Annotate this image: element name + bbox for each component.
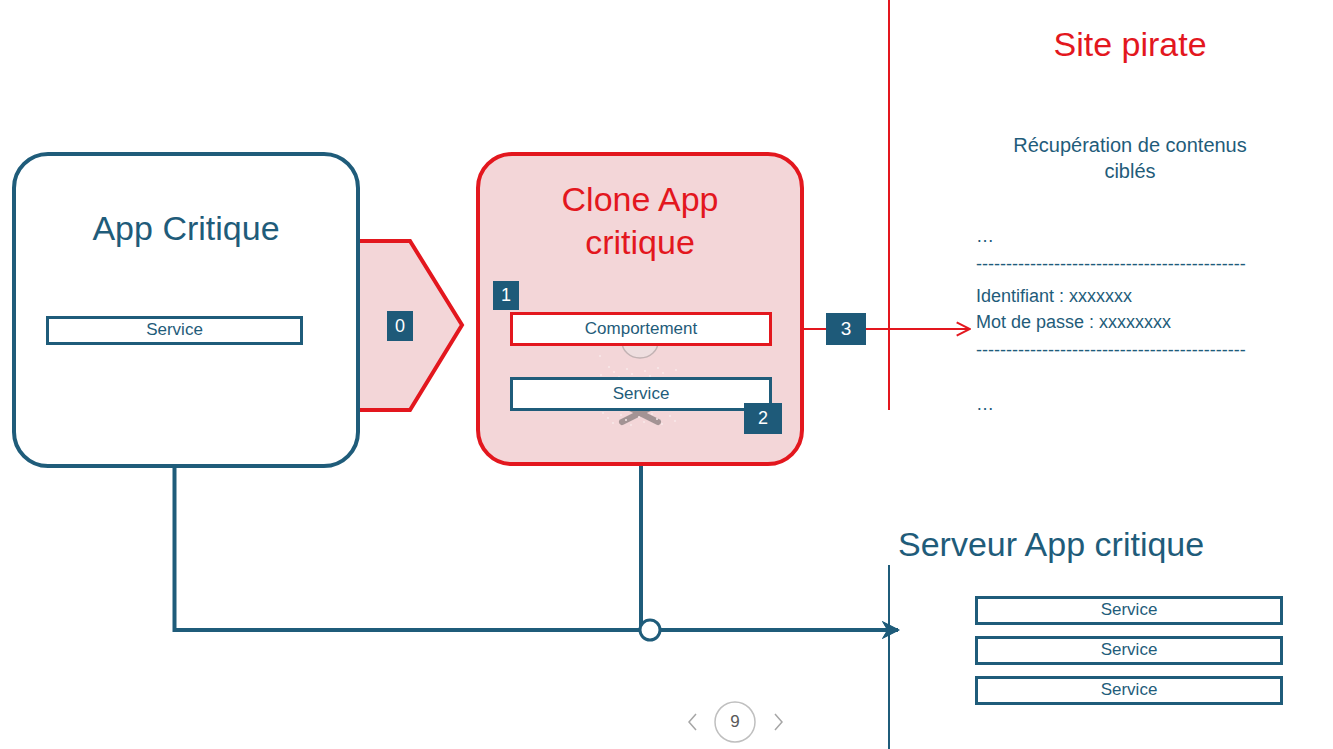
sparkle (661, 423, 663, 425)
box-label: Service (146, 320, 203, 340)
box-label: Service (1101, 680, 1158, 700)
server-zone: Serveur App critiqueServiceServiceServic… (898, 520, 1318, 720)
sparkle (630, 424, 632, 426)
sparkle (638, 416, 640, 418)
step-arrow (352, 241, 462, 410)
sparkle (674, 420, 676, 422)
sparkle (602, 412, 604, 414)
service-box: Service (975, 596, 1283, 625)
sparkle (626, 368, 628, 370)
sparkle (651, 413, 653, 415)
service-box: Service (975, 636, 1283, 665)
sparkle (607, 417, 609, 419)
box-label: Service (613, 384, 670, 404)
behaviour-box: Comportement (510, 312, 772, 346)
node-text: Récupération de contenus ciblés (1010, 132, 1250, 184)
service-box: Service (510, 377, 772, 411)
page-circle (715, 702, 755, 742)
box-label: Service (1101, 640, 1158, 660)
service-box: Service (46, 316, 303, 345)
callout-number: 3 (826, 313, 866, 345)
node-text: ----------------------------------------… (976, 340, 1246, 362)
callout-number: 0 (387, 311, 413, 341)
callout-number: 2 (744, 403, 782, 434)
node-text: Identifiant : xxxxxxx (976, 286, 1132, 308)
node-text: … (976, 394, 994, 416)
sparkle (612, 422, 614, 424)
sparkle (613, 371, 615, 373)
node-text: App Critique (16, 208, 356, 249)
page-number: 9 (722, 710, 748, 734)
sparkle (644, 370, 646, 372)
box-label: Service (1101, 600, 1158, 620)
node-text: Site pirate (970, 24, 1290, 65)
node-text: Serveur App critique (898, 524, 1204, 565)
sparkle (643, 421, 645, 423)
junction-dot (640, 620, 660, 640)
zone-divider (888, 565, 890, 749)
sparkle (625, 419, 627, 421)
zone-divider (888, 0, 890, 410)
sparkle (631, 373, 633, 375)
sparkle (600, 374, 602, 376)
app-box: App CritiqueService (12, 152, 360, 468)
next-chevron (775, 714, 782, 730)
node-text: ----------------------------------------… (976, 254, 1246, 276)
sparkle (599, 355, 601, 357)
pirate-site-zone: Site pirateRécupération de contenus cibl… (970, 20, 1300, 420)
sparkle (662, 372, 664, 374)
prev-chevron (689, 714, 696, 730)
sparkle (620, 414, 622, 416)
sparkle (669, 415, 671, 417)
node-text: … (976, 226, 994, 248)
callout-number: 1 (493, 281, 519, 310)
sparkle (608, 366, 610, 368)
node-text: Clone App critique (510, 178, 770, 263)
sparkle (675, 369, 677, 371)
service-box: Service (975, 676, 1283, 705)
sparkle (657, 367, 659, 369)
node-text: Mot de passe : xxxxxxxx (976, 312, 1171, 334)
box-label: Comportement (585, 319, 697, 339)
sparkle (656, 418, 658, 420)
